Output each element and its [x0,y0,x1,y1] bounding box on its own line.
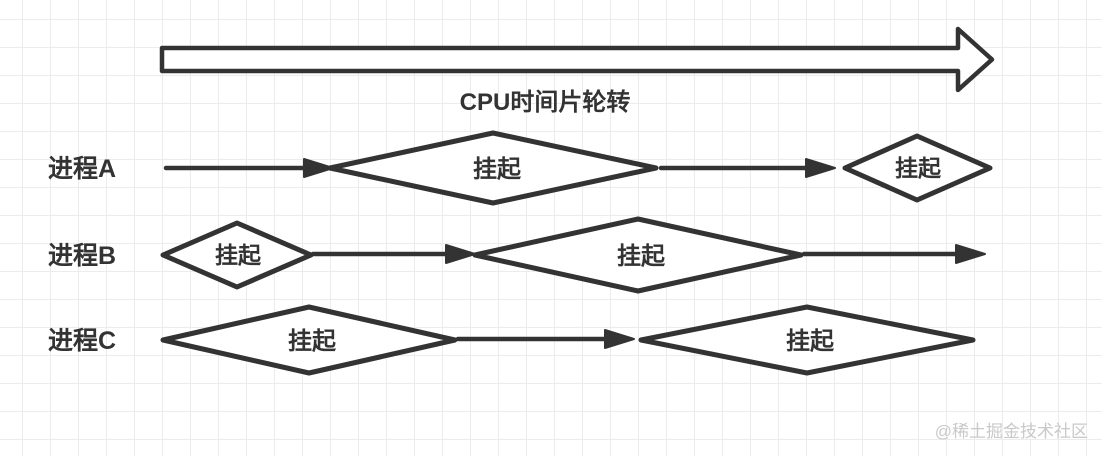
row-b-diamond-2 [472,216,804,294]
row-a-diamond-1-label: 挂起 [473,156,522,183]
row-b-arrowhead-2-icon [955,244,986,264]
watermark: @稀土掘金技术社区 [935,422,1088,441]
row-a-arrowhead-1-icon [303,158,334,178]
row-b-diamond-2-label: 挂起 [617,243,666,270]
row-c-diamond-2 [638,304,976,376]
row-a-diamond-1 [327,130,659,206]
row-b-arrowhead-1-icon [445,244,476,264]
row-a-arrowhead-2-icon [805,158,836,178]
row-c-label: 进程C [48,327,116,355]
diagram-title: CPU时间片轮转 [460,88,631,116]
row-c-arrowhead-1-icon [604,329,635,349]
row-c-diamond-1 [160,304,458,376]
cpu-timeline-arrow [159,26,995,93]
row-a-diamond-2-label: 挂起 [895,155,942,181]
row-a-label: 进程A [48,155,116,183]
row-b-diamond-1-label: 挂起 [215,242,262,268]
row-a-diamond-2 [842,133,993,203]
row-c-diamond-1-label: 挂起 [288,328,337,355]
row-c-diamond-2-label: 挂起 [786,328,835,355]
row-b-label: 进程B [48,242,116,270]
